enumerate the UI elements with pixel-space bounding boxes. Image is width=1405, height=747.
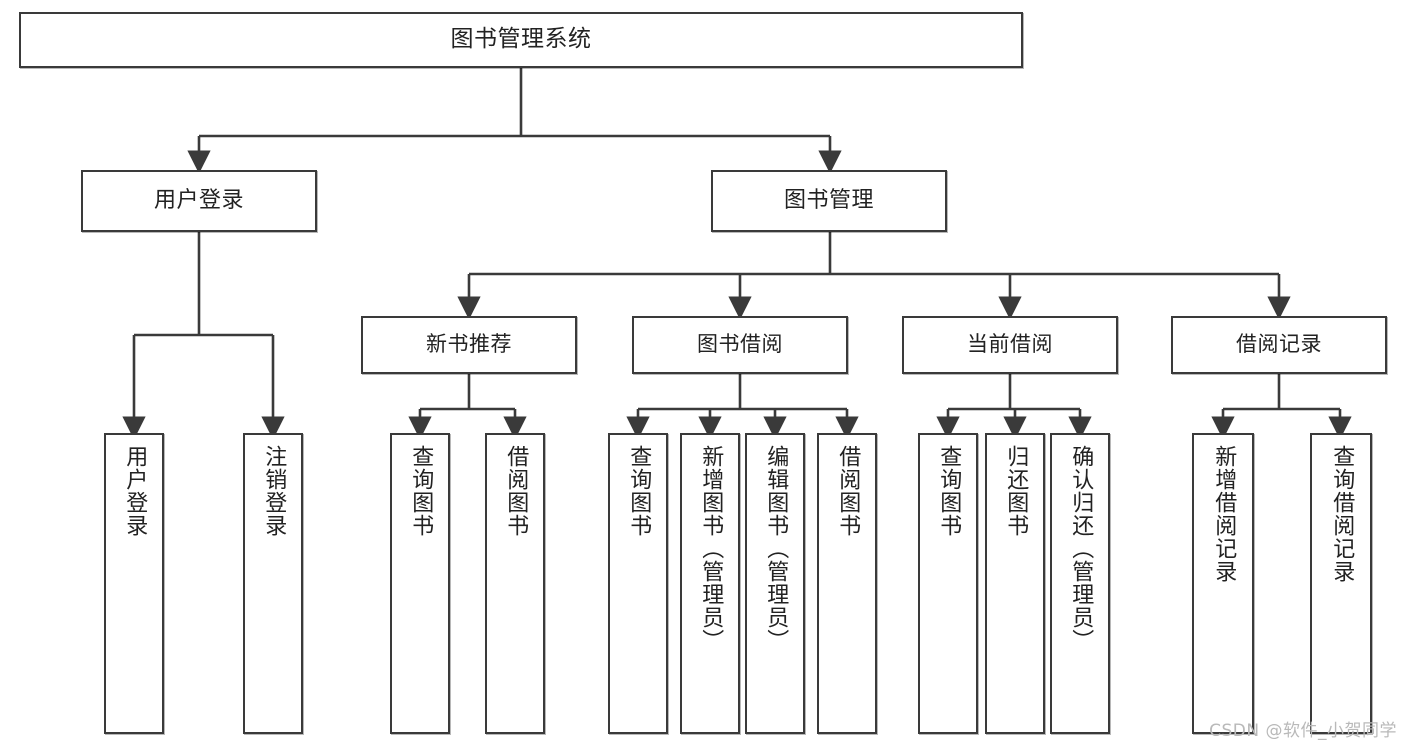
node-leaf-edit-book-admin-label: 编辑图书（管理员） [763, 445, 789, 652]
node-root[interactable]: 图书管理系统 [19, 12, 1023, 68]
node-leaf-query-book-1[interactable]: 查询图书 [390, 433, 450, 734]
node-leaf-query-book-2-label: 查询图书 [626, 445, 652, 537]
node-leaf-add-book-admin[interactable]: 新增图书（管理员） [680, 433, 740, 734]
csdn-watermark: CSDN @软件_小贺同学 [1209, 721, 1397, 741]
node-user-login-label: 用户登录 [153, 187, 244, 213]
node-user-login[interactable]: 用户登录 [81, 170, 317, 232]
node-root-label: 图书管理系统 [450, 26, 592, 53]
node-current-borrow-label: 当前借阅 [967, 332, 1053, 357]
node-book-manage-label: 图书管理 [783, 187, 874, 213]
node-leaf-logout[interactable]: 注销登录 [243, 433, 303, 734]
node-leaf-logout-label: 注销登录 [261, 445, 287, 537]
node-leaf-borrow-book-1-label: 借阅图书 [503, 445, 529, 537]
node-leaf-query-book-2[interactable]: 查询图书 [608, 433, 668, 734]
node-leaf-user-login[interactable]: 用户登录 [104, 433, 164, 734]
node-borrow-records[interactable]: 借阅记录 [1171, 316, 1387, 374]
node-leaf-borrow-book-2[interactable]: 借阅图书 [817, 433, 877, 734]
node-leaf-return-book-label: 归还图书 [1003, 445, 1029, 537]
node-book-borrow-label: 图书借阅 [697, 332, 783, 357]
node-leaf-query-book-1-label: 查询图书 [408, 445, 434, 537]
node-current-borrow[interactable]: 当前借阅 [902, 316, 1118, 374]
node-new-book-recommend-label: 新书推荐 [426, 332, 512, 357]
node-leaf-add-borrow-record[interactable]: 新增借阅记录 [1192, 433, 1254, 734]
node-leaf-confirm-return-admin-label: 确认归还（管理员） [1068, 445, 1094, 652]
node-leaf-query-borrow-record[interactable]: 查询借阅记录 [1310, 433, 1372, 734]
node-leaf-borrow-book-2-label: 借阅图书 [835, 445, 861, 537]
node-leaf-confirm-return-admin[interactable]: 确认归还（管理员） [1050, 433, 1110, 734]
node-leaf-query-borrow-record-label: 查询借阅记录 [1329, 445, 1355, 583]
node-new-book-recommend[interactable]: 新书推荐 [361, 316, 577, 374]
node-leaf-user-login-label: 用户登录 [122, 445, 148, 537]
node-leaf-return-book[interactable]: 归还图书 [985, 433, 1045, 734]
node-leaf-add-book-admin-label: 新增图书（管理员） [698, 445, 724, 652]
node-leaf-query-book-3-label: 查询图书 [936, 445, 962, 537]
node-book-borrow[interactable]: 图书借阅 [632, 316, 848, 374]
node-leaf-borrow-book-1[interactable]: 借阅图书 [485, 433, 545, 734]
node-leaf-add-borrow-record-label: 新增借阅记录 [1211, 445, 1237, 583]
node-leaf-edit-book-admin[interactable]: 编辑图书（管理员） [745, 433, 805, 734]
node-borrow-records-label: 借阅记录 [1236, 332, 1322, 357]
node-leaf-query-book-3[interactable]: 查询图书 [918, 433, 978, 734]
node-book-manage[interactable]: 图书管理 [711, 170, 947, 232]
